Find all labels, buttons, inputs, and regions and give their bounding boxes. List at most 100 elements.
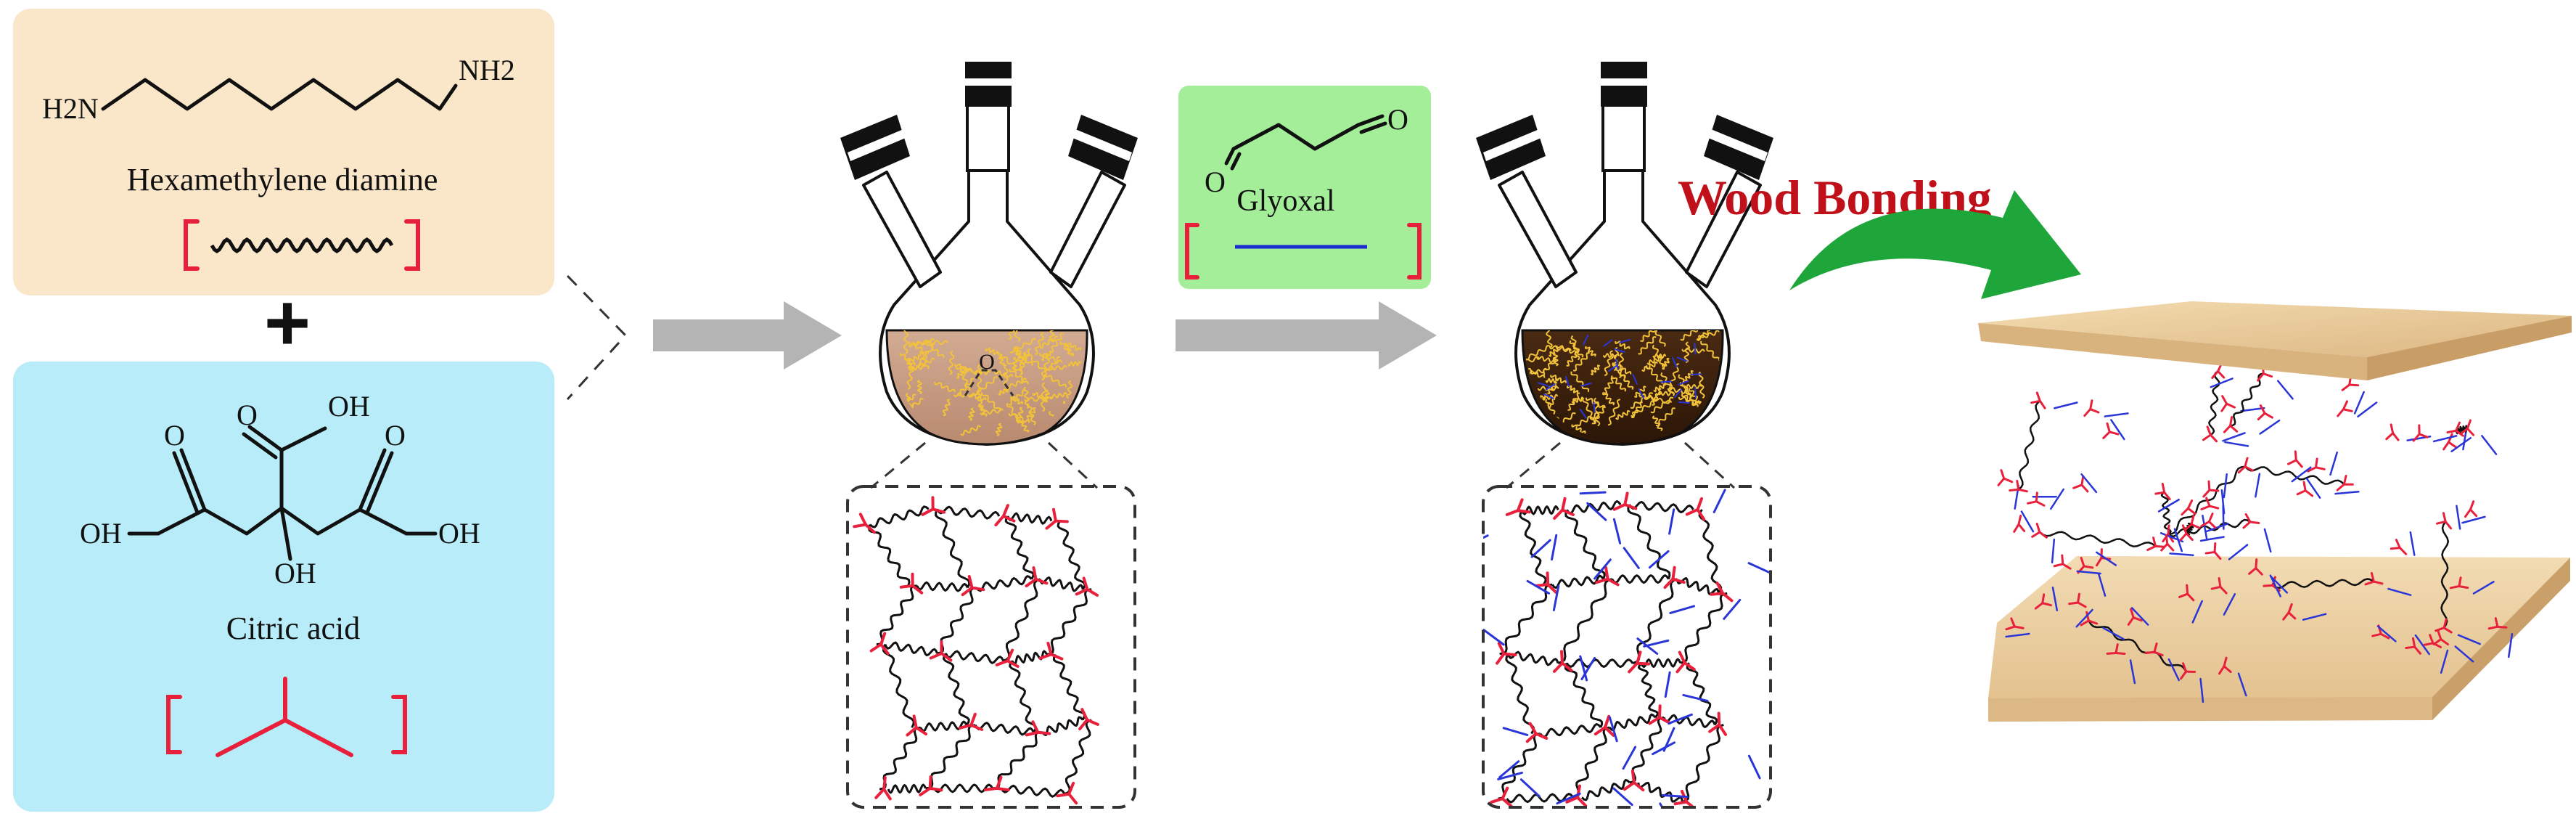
acid-o-left-label: O (164, 419, 185, 452)
network-junction-arm (2458, 576, 2462, 588)
acid-bond-left-co2 (172, 451, 200, 515)
network-junction-arm (2166, 542, 2175, 552)
network-junction-arm (1031, 720, 1040, 734)
network-junction-arm (1505, 509, 1519, 516)
strand (1066, 380, 1073, 402)
network-junction-arm (1025, 577, 1038, 588)
network-spring (935, 508, 971, 589)
strand (1591, 406, 1606, 425)
network-junction-arm (1606, 577, 1620, 587)
network-junction-arm (2455, 429, 2464, 437)
network-spring (1004, 515, 1035, 580)
network-junction-arm (2132, 616, 2143, 622)
glyoxal-link (2080, 473, 2098, 494)
network-junction-arm (969, 723, 984, 731)
network-spring (1640, 658, 1681, 669)
network-junction-arm (1561, 661, 1573, 672)
network-junction-arm (2287, 611, 2297, 620)
network-junction-arm (2185, 532, 2194, 542)
network-junction-arm (2494, 617, 2499, 628)
strand (1652, 415, 1663, 431)
glyoxal-link (1614, 348, 1625, 353)
network-junction-arm (1490, 797, 1504, 804)
network-junction-arm (2440, 638, 2450, 646)
network-junction-arm (1671, 577, 1686, 584)
glyoxal-link (1530, 539, 1551, 558)
network-spring (1006, 512, 1053, 525)
network-spring (919, 720, 968, 733)
strand (1569, 340, 1584, 358)
network-junction-arm (1546, 571, 1550, 587)
network-junction-arm (2163, 491, 2171, 501)
glyoxal-link (2259, 419, 2281, 435)
network-junction-arm (2205, 497, 2211, 507)
glyoxal-structure: O O (1205, 103, 1408, 198)
network-junction-arm (2341, 383, 2351, 391)
network-junction-arm (2146, 544, 2157, 551)
network-junction-arm (969, 712, 977, 727)
network-junction-arm (2444, 520, 2453, 530)
glyoxal-link (2020, 510, 2035, 533)
network-junction-arm (2455, 421, 2461, 432)
network-junction-arm (2395, 539, 2401, 550)
flask-1-right-stopper-gap (1072, 129, 1132, 161)
strand (1683, 341, 1691, 364)
glyoxal-link (2305, 478, 2321, 499)
top-board-top (1978, 301, 2572, 357)
strand (1013, 346, 1024, 361)
strand (919, 350, 930, 370)
network-junction-arm (1710, 592, 1725, 596)
strand (916, 380, 922, 395)
glyoxal-link (2456, 505, 2461, 530)
strand (1607, 399, 1621, 426)
network-junction-arm (2089, 399, 2093, 411)
glyoxal-link (2096, 551, 2117, 566)
network-spring (1499, 583, 1553, 656)
amine-left-label: H2N (42, 92, 99, 125)
arrow-to-flask2 (1176, 301, 1437, 370)
amine-right-label: NH2 (459, 54, 515, 86)
network-junction-arm (911, 584, 924, 595)
glyoxal-link (1564, 375, 1570, 388)
network-junction-arm (1675, 661, 1686, 674)
network-junction-arm (2218, 665, 2226, 675)
acid-bond-top-oh (279, 426, 327, 452)
strand (1016, 407, 1024, 424)
glyoxal-link (2223, 593, 2236, 616)
network-spring (1009, 660, 1037, 733)
glyoxal-link (2051, 587, 2059, 611)
network-spring (2230, 372, 2264, 427)
strand (905, 358, 914, 371)
strand (1045, 364, 1067, 371)
network-junction-arm (2114, 643, 2119, 655)
glyoxal-box (1178, 86, 1431, 289)
glyoxal-link (1583, 334, 1589, 346)
glyoxal-link (2481, 435, 2498, 455)
network-junction-arm (1546, 583, 1558, 595)
network-junction-arm (995, 775, 1003, 790)
acid-bracket-right (391, 695, 407, 754)
glyoxal-link (2223, 473, 2228, 499)
strand (995, 423, 1003, 436)
strand (1547, 381, 1558, 394)
network-junction-arm (958, 723, 973, 730)
glyoxal-link (2454, 645, 2474, 663)
network-junction-arm (1696, 507, 1706, 521)
glyoxal-link (2054, 401, 2078, 409)
glyoxal-link (1636, 637, 1659, 655)
network-junction-arm (2206, 425, 2212, 436)
network-junction-arm (1086, 718, 1099, 726)
network-junction-arm (1685, 800, 1697, 807)
glyoxal-bracket-right (1407, 223, 1422, 280)
network-spring (1000, 784, 1066, 798)
network-junction-arm (2412, 433, 2421, 442)
network-junction-arm (2186, 584, 2189, 595)
network-junction-arm (2207, 513, 2214, 523)
glyoxal-link (1448, 661, 1472, 665)
strand (1023, 386, 1030, 409)
network-spring (1519, 510, 1547, 585)
glyoxal-link (2414, 634, 2430, 656)
glyoxal-link (2263, 528, 2272, 553)
network-junction-arm (2213, 550, 2222, 560)
network-junction-arm (2296, 489, 2307, 496)
